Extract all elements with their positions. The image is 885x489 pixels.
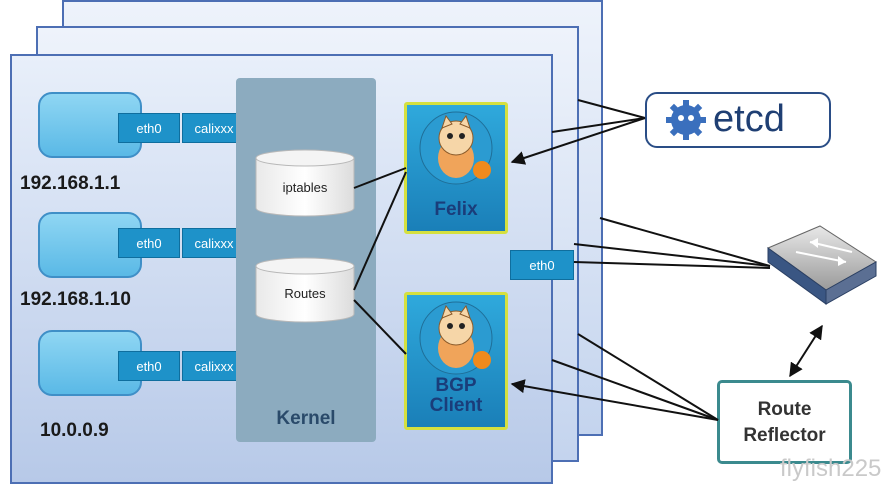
cali-interface-1: calixxx [182, 113, 246, 143]
etcd-links [510, 99, 646, 165]
iptables-cylinder [255, 149, 355, 217]
watermark: flyfish225 [780, 455, 882, 482]
workload-ip-1: 192.168.1.1 [20, 173, 121, 194]
workload-ip-2: 192.168.1.10 [20, 289, 131, 310]
host-eth0-interface: eth0 [510, 250, 574, 280]
etcd-box: etcd [645, 92, 831, 148]
router-links [573, 217, 771, 269]
routes-cylinder [255, 257, 355, 323]
router-switch-icon [766, 225, 877, 305]
eth0-interface-1: eth0 [118, 113, 180, 143]
route-reflector-box: Route Reflector [717, 380, 852, 464]
etcd-gear-icon [666, 100, 706, 140]
felix-label: Felix [434, 199, 478, 220]
workload-ip-3: 10.0.0.9 [40, 420, 109, 441]
bgp-calico-cat-icon [419, 301, 493, 375]
routes-label: Routes [284, 286, 326, 301]
route-reflector-label: Route Reflector [743, 399, 826, 446]
eth0-interface-2: eth0 [118, 228, 180, 258]
kernel-links [353, 167, 407, 355]
bgp-client-label: BGP Client [429, 375, 483, 416]
cali-interface-3: calixxx [182, 351, 246, 381]
eth0-interface-3: eth0 [118, 351, 180, 381]
route-reflector-links [510, 324, 823, 421]
kernel-label: Kernel [276, 408, 336, 429]
etcd-label: etcd [713, 98, 785, 140]
iptables-label: iptables [282, 180, 328, 195]
felix-calico-cat-icon [419, 111, 493, 185]
